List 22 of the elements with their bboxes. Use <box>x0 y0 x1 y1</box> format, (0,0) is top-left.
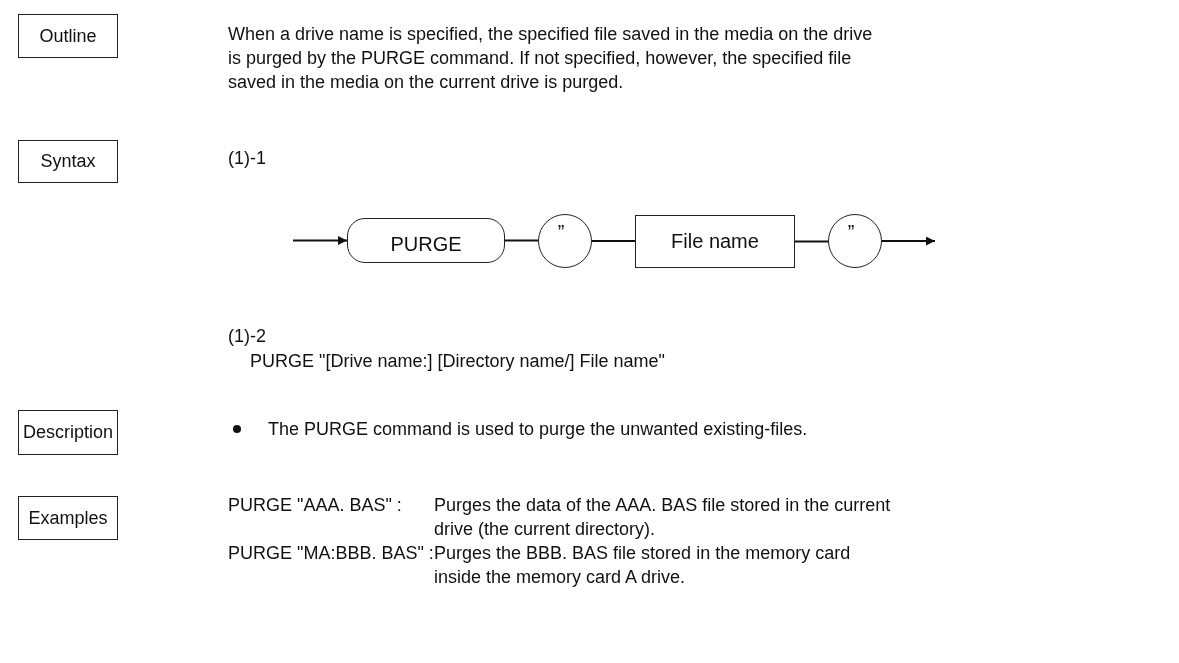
description-text: The PURGE command is used to purge the unwanted existing-files. <box>268 418 809 441</box>
arrow <box>292 236 348 245</box>
connector-line <box>504 239 539 242</box>
quote-circle: ” <box>828 214 882 268</box>
example-command: PURGE "MA:BBB. BAS" : <box>228 542 434 565</box>
syntax-number: (1)-2 <box>228 325 266 348</box>
example-command: PURGE "AAA. BAS" : <box>228 494 402 517</box>
connector-line <box>591 240 636 242</box>
example-description: Purges the BBB. BAS file stored in the memory card inside the memory card A drive. <box>434 542 852 589</box>
section-heading-box: Syntax <box>18 140 118 183</box>
arrow <box>881 236 936 246</box>
keyword-symbol: PURGE <box>347 218 505 263</box>
example-description: Purges the data of the AAA. BAS file stored in the current drive (the current directory). <box>434 494 892 541</box>
quote-circle: ” <box>538 214 592 268</box>
section-heading-box: Examples <box>18 496 118 540</box>
section-heading-box: Description <box>18 410 118 455</box>
syntax-number: (1)-1 <box>228 147 266 170</box>
section-heading-box: Outline <box>18 14 118 58</box>
outline-paragraph: When a drive name is specified, the specified file saved in the media on the drive is purged by the PURGE command. If not specified, however, the specified file saved in the media on the current drive is purged. <box>228 23 874 94</box>
connector-line <box>794 240 829 243</box>
syntax-line: PURGE "[Drive name:] [Directory name/] File name" <box>250 350 666 373</box>
syntax-element-box: File name <box>635 215 795 268</box>
